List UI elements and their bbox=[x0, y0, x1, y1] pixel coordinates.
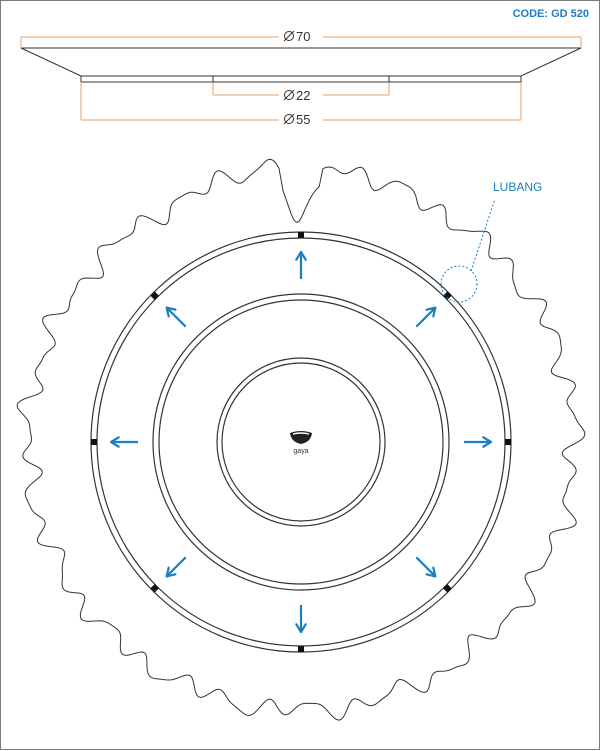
side-view-base bbox=[80, 75, 522, 83]
callout-circle bbox=[440, 265, 478, 303]
diameter-slash-22 bbox=[283, 89, 295, 101]
hole-marker-top bbox=[298, 232, 304, 238]
product-code-label: CODE: GD 520 bbox=[513, 8, 589, 20]
arrows-group bbox=[109, 250, 493, 634]
arrow-head-left bbox=[109, 436, 120, 448]
hole-marker-bottom-right bbox=[443, 584, 452, 593]
callout-leader bbox=[470, 198, 496, 272]
diameter-symbol-55 bbox=[284, 114, 294, 124]
arrow-head-bottom bbox=[295, 623, 307, 634]
ceiling-rose-outline bbox=[16, 158, 586, 721]
logo-text: gaya bbox=[293, 448, 308, 455]
dim-70-label: 70 bbox=[296, 29, 310, 44]
gaya-bowl-logo-icon: gaya bbox=[290, 431, 312, 455]
diameter-slash-55 bbox=[283, 113, 295, 125]
hole-marker-right bbox=[505, 439, 511, 445]
diameter-slash-70 bbox=[283, 30, 295, 42]
arrow-outward-icon bbox=[295, 250, 307, 279]
callout-label: LUBANG bbox=[493, 180, 542, 194]
side-view-plate bbox=[20, 47, 582, 77]
hole-marker-top-left bbox=[150, 291, 159, 300]
lubang-callout: LUBANG bbox=[440, 180, 542, 303]
hole-marker-top-right bbox=[443, 291, 452, 300]
diameter-symbol-70 bbox=[284, 31, 294, 41]
arrow-shaft-bottom-left bbox=[165, 556, 187, 578]
arrow-shaft-bottom-right bbox=[415, 556, 437, 578]
dimension-70: 70 bbox=[20, 29, 582, 48]
arrow-outward-icon bbox=[165, 556, 187, 578]
arrow-head-top-right bbox=[425, 306, 437, 318]
arrow-shaft-top-right bbox=[415, 306, 437, 328]
middle-ring-inner bbox=[158, 299, 444, 585]
dimension-55: 55 bbox=[80, 82, 522, 127]
middle-ring-outer bbox=[152, 293, 450, 591]
arrow-head-top-left bbox=[165, 306, 177, 318]
arrow-outward-icon bbox=[464, 436, 493, 448]
dimension-22: 22 bbox=[212, 82, 390, 103]
inner-ring-inner bbox=[221, 362, 381, 522]
logo-bowl-shape bbox=[290, 431, 312, 444]
dim-55-label: 55 bbox=[296, 112, 310, 127]
arrow-outward-icon bbox=[415, 306, 437, 328]
hole-marker-bottom-left bbox=[150, 584, 159, 593]
top-view: gaya LUBANG bbox=[16, 158, 586, 721]
arrow-outward-icon bbox=[295, 605, 307, 634]
arrow-head-bottom-left bbox=[165, 566, 177, 578]
arrow-outward-icon bbox=[165, 306, 187, 328]
arrow-head-bottom-right bbox=[425, 566, 437, 578]
dim-22-label: 22 bbox=[296, 88, 310, 103]
hole-marker-bottom bbox=[298, 646, 304, 652]
arrow-head-top bbox=[295, 250, 307, 261]
diameter-symbol-22 bbox=[284, 90, 294, 100]
arrow-head-right bbox=[482, 436, 493, 448]
arrow-outward-icon bbox=[415, 556, 437, 578]
arrow-outward-icon bbox=[109, 436, 138, 448]
inner-ring-outer bbox=[216, 357, 386, 527]
logo-bowl-highlight bbox=[292, 432, 310, 435]
arrow-shaft-top-left bbox=[165, 306, 187, 328]
hole-marker-left bbox=[91, 439, 97, 445]
side-view: 70 22 55 bbox=[20, 29, 582, 127]
